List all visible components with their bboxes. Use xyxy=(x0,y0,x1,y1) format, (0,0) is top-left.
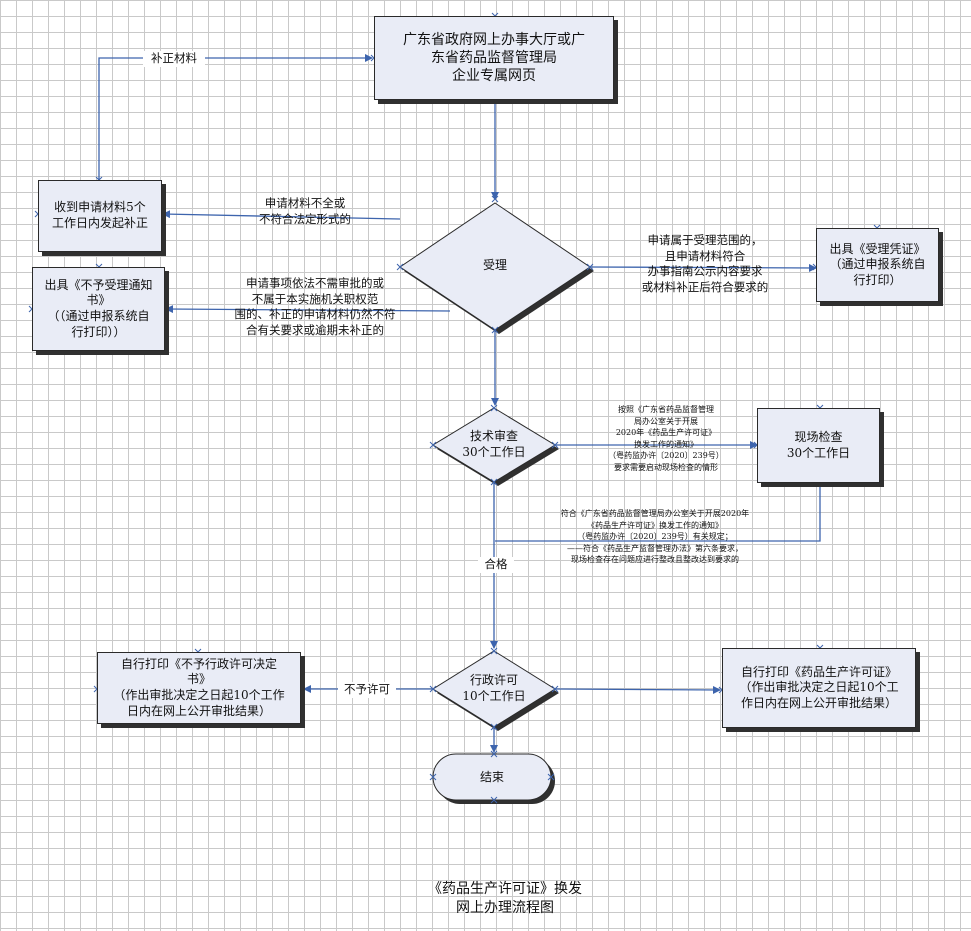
edge-permit-license xyxy=(554,685,721,694)
portal-node: 广东省政府网上办事大厅或广 东省药品监督管理局 企业专属网页 xyxy=(374,16,614,100)
end-node-text: 结束 xyxy=(479,770,504,784)
accepted-scope-label: 申请属于受理范围的， 且申请材料符合 办事指南公示内容要求 或材料补正后符合要求… xyxy=(641,233,769,294)
onsite-condition-label: 按照《广东省药品监督管理 局办公室关于开展 2020年《药品生产许可证》 换发工… xyxy=(608,405,724,472)
incomplete-label: 申请材料不全或 不符合法定形式的 xyxy=(259,196,351,226)
deny-print-node: 自行打印《不予行政许可决定 书》 （作出审批决定之日起10个工作 日内在网上公开… xyxy=(97,652,301,724)
deny-label: 不予许可 xyxy=(338,682,396,698)
reject-notice-node: 出具《不予受理通知 书》 （（通过申报系统自 行打印）） xyxy=(32,267,165,351)
edge-accept-reject xyxy=(165,305,451,314)
edge-accept-receipt xyxy=(589,263,817,272)
edge-accept-supplement xyxy=(162,210,401,220)
onsite-node: 现场检查 30个工作日 xyxy=(757,408,880,483)
supplement-material-label: 补正材料 xyxy=(143,51,205,67)
diagram-title: 《药品生产许可证》换发 网上办理流程图 xyxy=(428,881,582,916)
permit-node-text: 行政许可 10个工作日 xyxy=(462,673,526,703)
accept-receipt-node: 出具《受理凭证》 （通过申报系统自 行打印） xyxy=(816,228,939,302)
pass-label: 合格 xyxy=(478,557,514,573)
compliance-label: 符合《广东省药品监督管理局办公室关于开展2020年 《药品生产许可证》换发工作的… xyxy=(560,509,750,565)
edge-onsite-back xyxy=(495,485,821,542)
accept-node-text: 受理 xyxy=(482,258,507,272)
supplement-node: 收到申请材料5个 工作日内发起补正 xyxy=(38,180,162,252)
not-accepted-label: 申请事项依法不需审批的或 不属于本实施机关职权范 围的、补正的申请材料仍然不符 … xyxy=(234,276,396,337)
license-print-node: 自行打印《药品生产许可证》 （作出审批决定之日起10个工 作日内在网上公开审批结… xyxy=(722,648,916,728)
tech-review-node-text: 技术审查 30个工作日 xyxy=(462,429,526,459)
edge-supplement-portal xyxy=(98,54,373,180)
